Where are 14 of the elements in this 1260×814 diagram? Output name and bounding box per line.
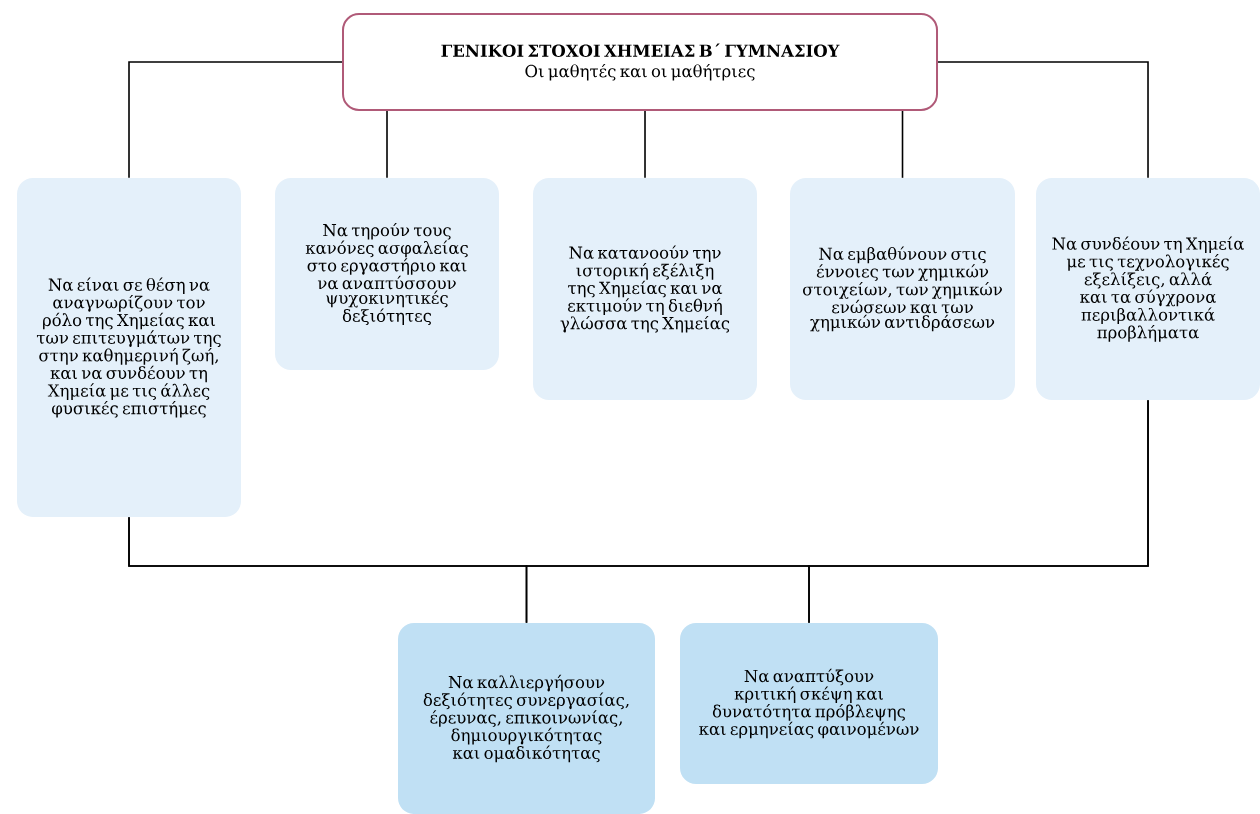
goal-box: Να εμβαθύνουν στις έννοιες των χημικών στοιχείων, των χημικών ενώσεων και των χημικών αντιδράσεων bbox=[790, 178, 1015, 400]
heading-box: ΓΕΝΙΚΟΙ ΣΤΟΧΟΙ ΧΗΜΕΙΑΣ Β΄ ΓΥΜΝΑΣΙΟΥ Οι μαθητές και οι μαθήτριες bbox=[342, 13, 938, 111]
goal-box: Να τηρούν τους κανόνες ασφαλείας στο εργαστήριο και να αναπτύσσουν ψυχοκινητικές δεξιότητες bbox=[275, 178, 499, 370]
goal-box: Να συνδέουν τη Χημεία με τις τεχνολογικές εξελίξεις, αλλά και τα σύγχρονα περιβαλλοντικά προβλήματα bbox=[1036, 178, 1260, 400]
goal-box: Να καλλιεργήσουν δεξιότητες συνεργασίας, έρευνας, επικοινωνίας, δημιουργικότητας και ομαδικότητας bbox=[398, 623, 655, 814]
goal-box: Να κατανοούν την ιστορική εξέλιξη της Χημείας και να εκτιμούν τη διεθνή γλώσσα της Χημείας bbox=[533, 178, 757, 400]
connector-line bbox=[128, 61, 343, 179]
connector-line bbox=[808, 399, 1149, 624]
connector-line bbox=[937, 61, 1149, 179]
goal-box: Να είναι σε θέση να αναγνωρίζουν τον ρόλο της Χημείας και των επιτευγμάτων της στην καθημερινή ζωή, και να συνδέουν τη Χημεία με τις άλλες φυσικές επιστήμες bbox=[17, 178, 241, 517]
goal-box: Να αναπτύξουν κριτική σκέψη και δυνατότητα πρόβλεψης και ερμηνείας φαινομένων bbox=[680, 623, 938, 784]
connector-line bbox=[386, 110, 388, 179]
connector-line bbox=[644, 110, 646, 179]
connector-line bbox=[901, 110, 904, 179]
